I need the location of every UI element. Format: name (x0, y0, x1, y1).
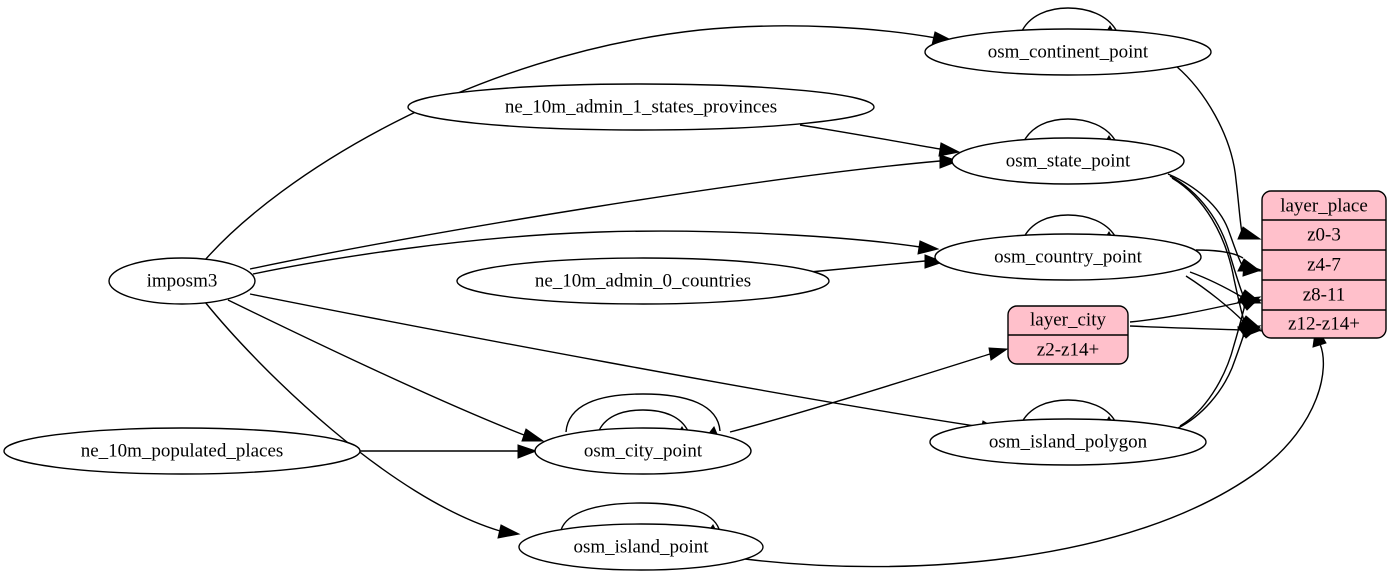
edge-selfloop-outer-osm_city_point (565, 393, 721, 433)
node-ne_10m_admin_1_states_provinces-shape[interactable] (407, 83, 875, 131)
edge-osm_continent_point-to-layer_place-z0-3 (1175, 65, 1243, 234)
layer_city-title: layer_city (1030, 309, 1106, 330)
node-osm_city_point-label: osm_city_point (584, 440, 703, 461)
node-ne_10m_admin_0_countries-label: ne_10m_admin_0_countries (535, 270, 751, 291)
arrowhead-layer_city-layer_place-z12-z14 (1242, 323, 1263, 338)
node-ne_10m_populated_places-label: ne_10m_populated_places (81, 440, 284, 461)
node-osm_island_point-label: osm_island_point (573, 536, 709, 557)
node-osm_island_point[interactable]: osm_island_point (518, 523, 764, 571)
node-imposm3[interactable]: imposm3 (108, 257, 256, 305)
edge-admin_0_countries-to-osm_country_point (809, 260, 926, 273)
arrowhead-imposm3-osm_island_point (497, 524, 521, 539)
layer_place-row-z0-3[interactable]: z0-3 (1307, 224, 1341, 245)
node-osm_state_point[interactable]: osm_state_point (951, 137, 1185, 185)
edge-osm_state_point-to-layer_place-z12-z14 (1171, 177, 1245, 322)
edge-selfloop-osm_island_polygon (1020, 399, 1116, 425)
edge-osm_state_point-to-layer_place-z8-11 (1169, 175, 1244, 296)
node-ne_10m_populated_places[interactable]: ne_10m_populated_places (3, 427, 361, 475)
node-imposm3-shape[interactable] (108, 257, 256, 305)
arrowhead-admin_0_countries-osm_country_point (924, 254, 945, 269)
node-osm_continent_point[interactable]: osm_continent_point (924, 28, 1212, 76)
edge-osm_country_point-to-layer_place-z12-z14 (1185, 275, 1245, 323)
layer_place-row-z8-11[interactable]: z8-11 (1303, 284, 1346, 305)
node-osm_island_polygon-label: osm_island_polygon (989, 431, 1148, 452)
node-ne_10m_admin_1_states_provinces-label: ne_10m_admin_1_states_provinces (505, 96, 777, 117)
edge-selfloop-osm_island_point (560, 502, 720, 531)
node-osm_city_point[interactable]: osm_city_point (534, 427, 752, 475)
arrowhead-layer_city-layer_place-z8-11 (1242, 295, 1263, 309)
node-osm_island_polygon[interactable]: osm_island_polygon (929, 418, 1207, 466)
node-osm_country_point-shape[interactable] (934, 233, 1202, 281)
layer-node-layer_city[interactable]: layer_city z2-z14+ (1007, 305, 1129, 365)
edge-imposm3-to-osm_continent_point (204, 25, 937, 261)
edge-osm_island_point-to-layer_place-z12-z14 (744, 343, 1325, 568)
edge-layer_city-to-layer_place-z8-11 (1129, 301, 1243, 323)
edge-osm_city_point-to-layer_city-z2-z14 (729, 353, 991, 433)
layer_place-box[interactable] (1261, 190, 1387, 339)
arrowhead-populated_places-osm_city_point (517, 444, 538, 459)
edge-imposm3-to-osm_island_point (204, 301, 501, 532)
edge-osm_island_polygon-to-layer_place-z8-11 (1179, 304, 1246, 427)
arrowhead-osm_city_point-layer_city-z2-z14 (988, 347, 1009, 361)
node-osm_state_point-shape[interactable] (951, 137, 1185, 185)
node-ne_10m_admin_0_countries[interactable]: ne_10m_admin_0_countries (456, 257, 830, 305)
node-layer: imposm3 ne_10m_admin_1_states_provinces … (3, 28, 1212, 571)
node-ne_10m_admin_0_countries-shape[interactable] (456, 257, 830, 305)
arrowhead-osm_country_point-layer_place-z4-7 (1242, 263, 1263, 277)
edge-states_provinces-to-osm_state_point (799, 124, 941, 150)
node-imposm3-label: imposm3 (147, 270, 218, 291)
edge-selfloop-inner-osm_city_point (597, 409, 689, 434)
arrowhead-imposm3-osm_state_point (939, 154, 960, 169)
edge-selfloop-osm_country_point (1022, 214, 1116, 240)
edge-imposm3-to-osm_island_polygon (249, 293, 983, 428)
arrowhead-states_provinces-osm_state_point (938, 142, 961, 157)
node-osm_country_point[interactable]: osm_country_point (934, 233, 1202, 281)
node-ne_10m_admin_1_states_provinces[interactable]: ne_10m_admin_1_states_provinces (407, 83, 875, 131)
arrowhead-imposm3-osm_city_point (521, 428, 545, 442)
edge-osm_country_point-to-layer_place-z8-11 (1189, 271, 1243, 298)
edge-imposm3-to-osm_city_point (227, 299, 525, 436)
node-ne_10m_populated_places-shape[interactable] (3, 427, 361, 475)
edge-layer_city-to-layer_place-z12-z14 (1129, 325, 1244, 331)
edge-selfloop-osm_continent_point (1020, 7, 1117, 34)
arrowhead-imposm3-osm_country_point (917, 240, 940, 255)
edge-imposm3-to-osm_state_point (249, 160, 941, 270)
node-osm_continent_point-label: osm_continent_point (988, 41, 1149, 62)
edge-osm_country_point-to-layer_place-z4-7 (1195, 249, 1244, 259)
edge-osm_island_polygon-to-layer_place-z12-z14 (1177, 333, 1245, 429)
edge-selfloop-osm_state_point (1022, 118, 1116, 144)
layer_place-row-z4-7[interactable]: z4-7 (1307, 254, 1341, 275)
node-osm_island_polygon-shape[interactable] (929, 418, 1207, 466)
node-osm_continent_point-shape[interactable] (924, 28, 1212, 76)
arrowhead-osm_continent_point-layer_place-z0-3 (1237, 226, 1262, 240)
layer_place-row-z12-z14[interactable]: z12-z14+ (1288, 313, 1360, 334)
node-osm_city_point-shape[interactable] (534, 427, 752, 475)
layer_place-title: layer_place (1280, 195, 1368, 216)
node-osm_state_point-label: osm_state_point (1006, 150, 1131, 171)
node-osm_country_point-label: osm_country_point (994, 246, 1142, 267)
layer_city-row-z2-z14[interactable]: z2-z14+ (1037, 339, 1099, 360)
layer-node-layer_place[interactable]: layer_place z0-3 z4-7 z8-11 z12-z14+ (1261, 190, 1387, 339)
node-osm_island_point-shape[interactable] (518, 523, 764, 571)
edge-imposm3-to-osm_country_point (252, 230, 921, 275)
